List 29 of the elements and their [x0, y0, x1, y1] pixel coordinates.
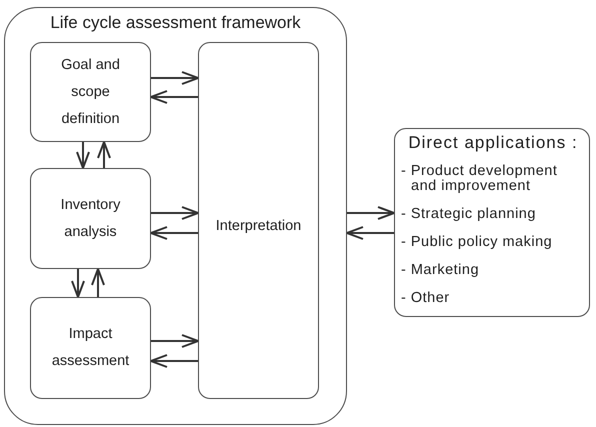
- arrow: [150, 226, 198, 240]
- arrow: [151, 71, 199, 85]
- arrow: [150, 354, 198, 368]
- panel-title: Life cycle assessment framework: [50, 12, 301, 34]
- arrow: [151, 334, 199, 348]
- list-panel: [394, 128, 590, 317]
- process-box: [30, 42, 151, 142]
- process-box: [30, 297, 151, 399]
- arrow: [97, 141, 111, 168]
- box-label: Impact assessment: [50, 325, 130, 371]
- arrow: [151, 206, 199, 220]
- box-label: Goal and scope definition: [60, 56, 121, 128]
- list-item: - Marketing: [401, 263, 480, 278]
- box-label: Interpretation: [216, 216, 302, 236]
- arrow: [71, 269, 85, 298]
- list-heading: Direct applications :: [408, 133, 578, 153]
- framework-panel: [4, 7, 347, 425]
- process-box: [30, 168, 151, 269]
- arrow: [347, 206, 395, 220]
- list-item: - Other: [401, 291, 451, 306]
- arrow: [346, 226, 394, 240]
- list-item: - Strategic planning: [401, 207, 537, 222]
- arrow: [150, 90, 198, 104]
- arrow: [91, 268, 105, 297]
- arrow: [76, 142, 90, 169]
- process-box: [198, 42, 319, 399]
- list-item: - Public policy making: [401, 235, 554, 250]
- box-label: Inventory analysis: [60, 196, 122, 242]
- list-item: - Product development and improvement: [401, 164, 558, 194]
